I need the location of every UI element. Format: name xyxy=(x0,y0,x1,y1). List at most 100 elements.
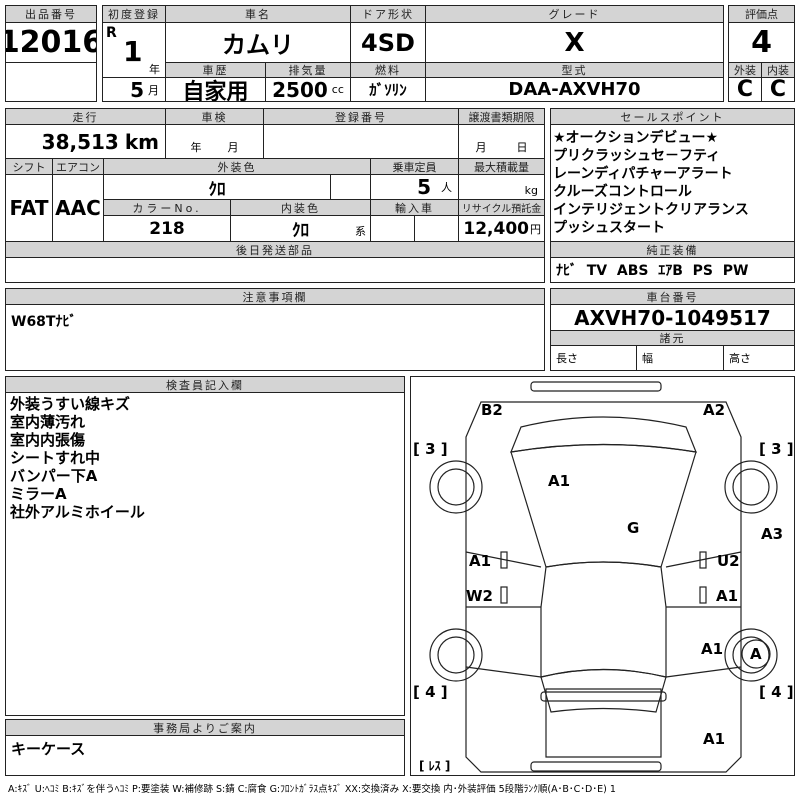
damage-mark: A3 xyxy=(761,525,784,543)
import-b xyxy=(414,215,459,242)
circled-mark xyxy=(741,639,771,669)
cc-unit: cc xyxy=(331,83,344,96)
ac: AAC xyxy=(52,174,104,242)
ext-score-label: 外装 xyxy=(728,62,762,78)
inspection-year-unit: 年 xyxy=(190,141,202,154)
shift-label: シフト xyxy=(5,158,53,175)
transfer-cell: 月日 xyxy=(458,124,545,159)
damage-mark: A xyxy=(750,645,762,663)
era: R xyxy=(106,25,117,41)
sales-point: インテリジェントクリアランス xyxy=(553,202,749,218)
ac-label: エアコン xyxy=(52,158,104,175)
car-outline xyxy=(429,381,778,773)
inspector-line: バンパー下A xyxy=(10,467,98,485)
fuel-label: 燃料 xyxy=(350,62,426,78)
car-diagram: B2 A2 [ 3 ] [ 3 ] A1 G A3 A1 U2 W2 A1 A1… xyxy=(410,376,795,776)
inspector-notes: 外装うすい線キズ 室内薄汚れ 室内内張傷 シートすれ中 バンパー下A ミラーA … xyxy=(5,392,405,716)
recycle-fee: 12,400 xyxy=(463,218,529,239)
reg-no-label: 登録番号 xyxy=(263,108,459,125)
transfer-label: 譲渡書類期限 xyxy=(458,108,545,125)
car-name-label: 車名 xyxy=(165,5,351,23)
int-color-cell: ｸﾛ系 xyxy=(230,215,371,242)
reg-month: 5 xyxy=(130,77,144,102)
tire-mark: [ 3 ] xyxy=(413,440,448,458)
km-unit: km xyxy=(124,129,159,154)
kg-unit: kg xyxy=(524,184,538,197)
equipment: ﾅﾋﾞ TV ABS ｴｱB PS PW xyxy=(550,257,795,283)
color-no: 218 xyxy=(103,215,231,242)
inspector-line: 室内薄汚れ xyxy=(10,413,86,431)
score-label: 評価点 xyxy=(728,5,795,23)
height-label: 高さ xyxy=(723,345,795,371)
length-label: 長さ xyxy=(550,345,637,371)
int-color-label: 内装色 xyxy=(230,199,371,216)
equipment-label: 純正装備 xyxy=(550,241,795,258)
capacity: 5 xyxy=(417,175,431,199)
ext-score: C xyxy=(728,77,762,102)
spare-tire-mark: [ ﾚｽ ] xyxy=(419,759,451,773)
inspector-line: 社外アルミホイール xyxy=(10,503,145,521)
notes-label: 注意事項欄 xyxy=(5,288,545,305)
damage-mark: A1 xyxy=(716,587,739,605)
mileage: 38,513 xyxy=(41,129,119,154)
person-unit: 人 xyxy=(441,181,452,194)
sales-points-list: ★オークションデビュー★ プリクラッシュセ－フティ レーンディパチャーアラート … xyxy=(550,124,795,242)
first-reg-year-cell: R 1 年 xyxy=(102,22,166,78)
history: 自家用 xyxy=(165,77,266,102)
model-code: DAA-AXVH70 xyxy=(425,77,724,102)
specs-label: 諸元 xyxy=(550,330,795,346)
yen-unit: 円 xyxy=(530,222,541,236)
import-label: 輸入車 xyxy=(370,199,459,216)
sales-point: プリクラッシュセ－フティ xyxy=(553,148,721,164)
sales-point: クルーズコントロール xyxy=(553,184,692,200)
reg-no-value xyxy=(263,124,459,159)
inspection-label: 車検 xyxy=(165,108,264,125)
chassis-number: AXVH70-1049517 xyxy=(550,304,795,331)
int-score: C xyxy=(761,77,795,102)
damage-mark: A1 xyxy=(469,552,492,570)
month-unit: 月 xyxy=(148,83,159,97)
chassis-label: 車台番号 xyxy=(550,288,795,305)
lot-label: 出品番号 xyxy=(5,5,97,23)
reg-year: 1 xyxy=(123,35,143,68)
car-name: カムリ xyxy=(165,22,351,63)
notes: W68Tﾅﾋﾞ xyxy=(5,304,545,371)
sales-point: レーンディパチャーアラート xyxy=(553,166,733,182)
inspector-line: 室内内張傷 xyxy=(10,431,86,449)
inspection-month-unit: 月 xyxy=(227,141,239,154)
door-type: 4SD xyxy=(350,22,426,63)
score: 4 xyxy=(728,22,795,63)
inspector-line: ミラーA xyxy=(10,485,67,503)
first-reg-label: 初度登録 xyxy=(102,5,166,23)
damage-mark: B2 xyxy=(481,401,503,419)
lot-number: 12016 xyxy=(5,22,97,63)
office-label: 事務局よりご案内 xyxy=(5,719,405,736)
recycle-label: リサイクル預託金 xyxy=(458,199,545,216)
damage-mark: W2 xyxy=(466,587,493,605)
sales-point: プッシュスタート xyxy=(553,220,665,236)
later-parts-value xyxy=(5,257,545,283)
door-label: ドア形状 xyxy=(350,5,426,23)
transfer-day-unit: 日 xyxy=(516,141,528,154)
ext-color: ｸﾛ xyxy=(103,174,331,200)
max-load-cell: kg xyxy=(458,174,545,200)
sales-point: ★オークションデビュー★ xyxy=(553,130,719,146)
legend: A:ｷｽﾞ U:ﾍｺﾐ B:ｷｽﾞを伴うﾍｺﾐ P:要塗装 W:補修跡 S:錆 … xyxy=(8,784,616,795)
year-unit: 年 xyxy=(149,63,160,76)
import-a xyxy=(370,215,415,242)
damage-mark: A1 xyxy=(548,472,571,490)
damage-mark: U2 xyxy=(717,552,740,570)
later-parts-label: 後日発送部品 xyxy=(5,241,545,258)
tire-mark: [ 4 ] xyxy=(759,683,794,701)
transfer-month-unit: 月 xyxy=(475,141,487,154)
ext-color-label: 外装色 xyxy=(103,158,371,175)
inspector-label: 検査員記入欄 xyxy=(5,376,405,393)
damage-mark: A1 xyxy=(701,640,724,658)
int-score-label: 内装 xyxy=(761,62,795,78)
color-no-label: カラーNo. xyxy=(103,199,231,216)
damage-mark: G xyxy=(627,519,640,537)
